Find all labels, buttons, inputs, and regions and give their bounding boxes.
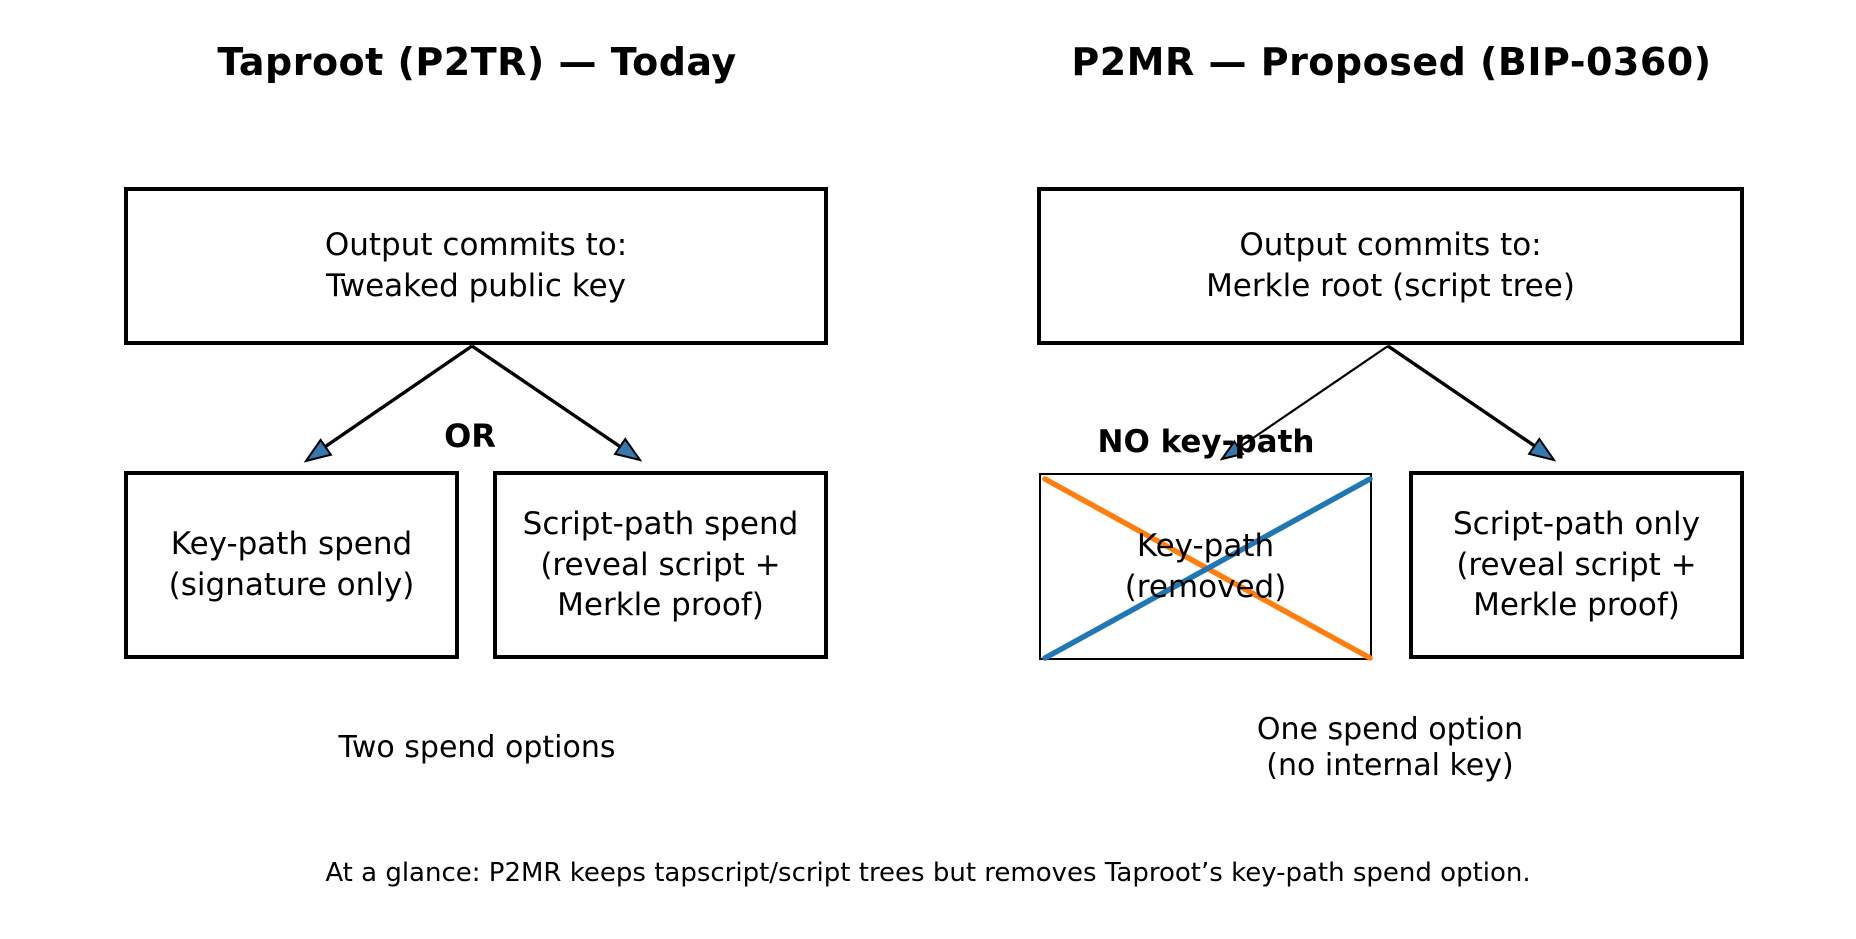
arrow-line [1233, 345, 1389, 452]
no-keypath-label: NO key-path [1097, 424, 1315, 460]
right-removed-keypath-text: Key-path (removed) [1124, 527, 1287, 605]
left-caption: Two spend options [338, 730, 616, 765]
right-branch-arrow-to-scriptpath [1387, 344, 1557, 462]
left-keypath-text: Key-path spend (signature only) [168, 526, 415, 603]
right-removed-keypath-box: Key-path (removed) [1039, 473, 1373, 661]
cross-line-blue [1042, 476, 1373, 661]
summary-footer: At a glance: P2MR keeps tapscript/script… [325, 858, 1531, 888]
right-output-commit-text: Output commits to: Merkle root (script t… [1206, 227, 1575, 304]
left-branch-arrow-to-keypath [303, 344, 473, 463]
removed-cross-icon [1042, 476, 1373, 661]
right-scriptpath-box: Script-path only (reveal script + Merkle… [1409, 471, 1744, 659]
arrowhead-icon [303, 438, 333, 463]
right-panel-title: P2MR — Proposed (BIP-0360) [1071, 40, 1712, 84]
right-scriptpath-text: Script-path only (reveal script + Merkle… [1452, 505, 1700, 624]
arrowhead-icon [1219, 439, 1245, 461]
arrow-line [1387, 344, 1543, 453]
arrow-line [315, 344, 473, 455]
left-scriptpath-text: Script-path spend (reveal script + Merkl… [522, 505, 799, 624]
right-caption: One spend option (no internal key) [1256, 712, 1524, 783]
left-output-commit-box: Output commits to: Tweaked public key [124, 187, 828, 345]
left-output-commit-text: Output commits to: Tweaked public key [324, 227, 628, 304]
or-label: OR [444, 417, 496, 455]
left-panel-title: Taproot (P2TR) — Today [217, 40, 737, 84]
left-branch-arrow-to-scriptpath [471, 344, 643, 462]
arrow-line [471, 344, 629, 454]
arrowhead-icon [1527, 437, 1557, 462]
right-branch-arrow-to-removed [1219, 345, 1389, 461]
left-keypath-box: Key-path spend (signature only) [124, 471, 459, 659]
right-output-commit-box: Output commits to: Merkle root (script t… [1037, 187, 1744, 345]
arrowhead-icon [613, 437, 643, 462]
left-scriptpath-box: Script-path spend (reveal script + Merkl… [493, 471, 828, 659]
